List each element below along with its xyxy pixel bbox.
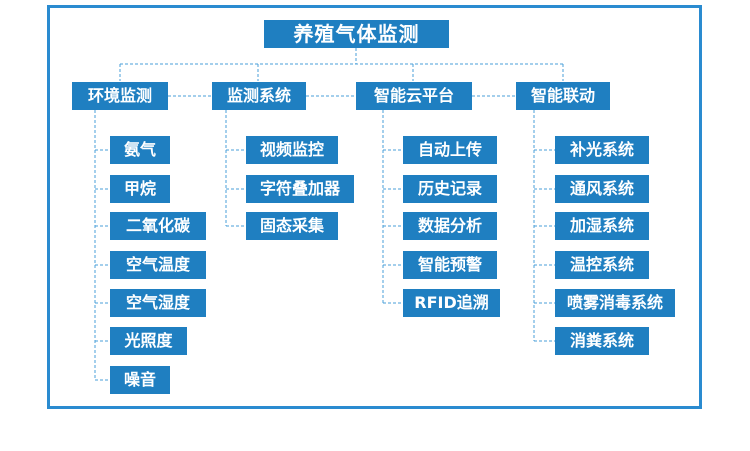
- item-smart-warning: 智能预警: [403, 251, 497, 279]
- diagram-frame: [47, 5, 702, 409]
- category-smart-linkage: 智能联动: [516, 82, 610, 110]
- item-manure-removal-system: 消粪系统: [555, 327, 649, 355]
- item-co2: 二氧化碳: [110, 212, 206, 240]
- category-cloud-platform: 智能云平台: [356, 82, 472, 110]
- item-air-humidity: 空气湿度: [110, 289, 206, 317]
- item-solid-state-capture: 固态采集: [246, 212, 338, 240]
- item-temperature-control-system: 温控系统: [555, 251, 649, 279]
- item-illuminance: 光照度: [110, 327, 187, 355]
- item-ventilation-system: 通风系统: [555, 175, 649, 203]
- category-env-monitoring: 环境监测: [72, 82, 168, 110]
- item-noise: 噪音: [110, 366, 170, 394]
- diagram-title: 养殖气体监测: [264, 20, 449, 48]
- item-methane: 甲烷: [110, 175, 170, 203]
- item-spray-disinfection-system: 喷雾消毒系统: [555, 289, 675, 317]
- item-air-temperature: 空气温度: [110, 251, 206, 279]
- item-data-analysis: 数据分析: [403, 212, 497, 240]
- item-fill-light-system: 补光系统: [555, 136, 649, 164]
- item-history-record: 历史记录: [403, 175, 497, 203]
- item-rfid-tracing: RFID追溯: [403, 289, 500, 317]
- item-character-overlay: 字符叠加器: [246, 175, 354, 203]
- item-auto-upload: 自动上传: [403, 136, 497, 164]
- item-video-monitoring: 视频监控: [246, 136, 338, 164]
- category-monitoring-system: 监测系统: [212, 82, 306, 110]
- item-humidifier-system: 加湿系统: [555, 212, 649, 240]
- item-ammonia: 氨气: [110, 136, 170, 164]
